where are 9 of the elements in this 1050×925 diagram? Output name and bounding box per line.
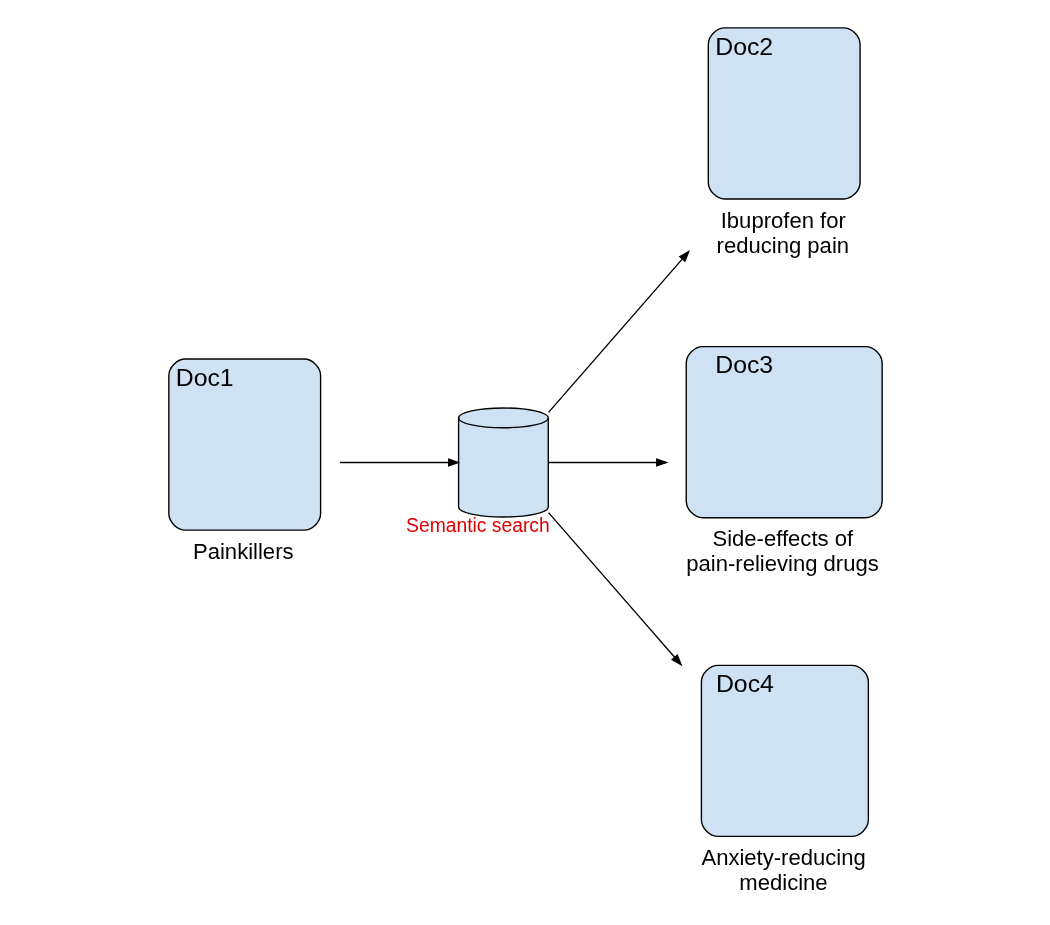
node-label: Anxiety-reducing medicine [700, 845, 866, 895]
arrow [547, 250, 690, 414]
arrow [547, 511, 682, 667]
arrow [338, 458, 460, 467]
arrow [547, 458, 668, 467]
node-label: Semantic search [405, 515, 550, 537]
node-label: Side-effects of pain-relieving drugs [685, 526, 879, 577]
node-label: Painkillers [192, 538, 294, 564]
node-label: Ibuprofen for reducing pain [716, 207, 849, 258]
